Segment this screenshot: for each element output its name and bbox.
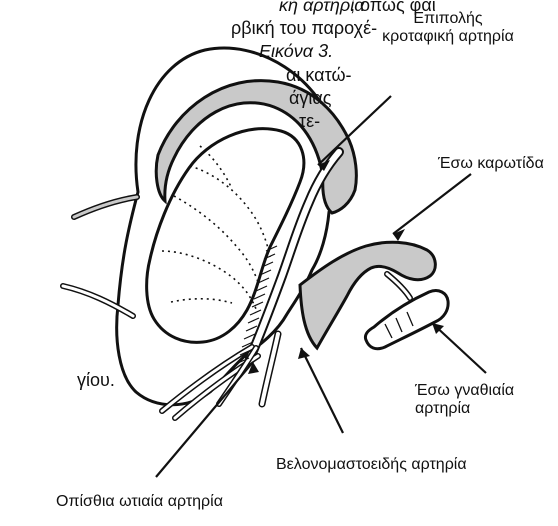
arrowhead-stylomastoid [298,348,310,359]
leader-internal-maxillary [432,323,486,373]
stylomastoid-vessel-fill [262,334,278,404]
label-stylomastoid: Βελονομαστοειδής αρτηρία [276,456,467,474]
label-internal-maxillary-line2: αρτηρία [415,400,514,418]
label-posterior-auricular: Οπίσθια ωτιαία αρτηρία [56,493,223,511]
label-superficial-temporal: Επιπολής κροταφική αρτηρία [368,10,528,46]
arrowhead-internal-carotid [393,229,405,241]
label-superficial-temporal-line2: κροταφική αρτηρία [368,28,528,46]
label-internal-maxillary-line1: Έσω γναθιαία [415,382,514,400]
leader-internal-carotid [393,174,471,234]
label-internal-maxillary: Έσω γναθιαία αρτηρία [415,382,514,418]
label-internal-carotid: Έσω καρωτίδα [438,155,544,173]
leader-stylomastoid [301,348,343,433]
label-superficial-temporal-line1: Επιπολής [368,10,528,28]
internal-maxillary-vessel [365,291,448,349]
